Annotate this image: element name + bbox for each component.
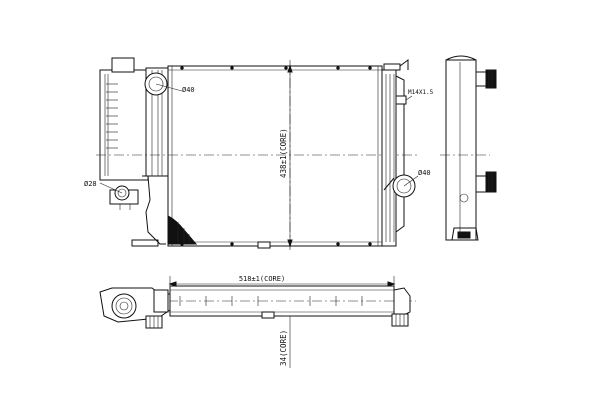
core-width-dimension [168, 276, 396, 290]
core-rivets [180, 66, 372, 246]
radiator-core [167, 65, 383, 249]
core-depth-dimension [286, 315, 294, 368]
top-view: 518±1(CORE) 34(CORE) [99, 275, 416, 368]
core-height-label: 438±1(CORE) [279, 128, 288, 178]
dia-left-label: Ø28 [84, 180, 97, 188]
thread-plug [395, 95, 413, 105]
core-height-dimension [287, 64, 293, 248]
top-view-right-end [391, 287, 411, 327]
core-hatch [167, 215, 198, 245]
left-tank [99, 57, 169, 247]
core-depth-label: 34(CORE) [279, 330, 288, 366]
side-lower-port [475, 171, 497, 193]
left-port [99, 182, 130, 201]
top-view-left-end [99, 287, 171, 329]
dia-right-label: Ø40 [418, 169, 431, 177]
front-view: Ø40 M14X1.5 Ø40 Ø28 438±1(CORE) [84, 57, 434, 250]
thread-label: M14X1.5 [408, 89, 434, 96]
top-left-port [144, 72, 183, 96]
right-port [383, 174, 419, 198]
side-upper-port [475, 69, 497, 89]
core-width-label: 518±1(CORE) [239, 275, 285, 283]
dia-top-label: Ø40 [182, 86, 195, 94]
side-view [440, 55, 497, 241]
tank-ribs [106, 83, 118, 149]
top-view-ticks [179, 296, 363, 306]
right-tank [381, 59, 409, 247]
